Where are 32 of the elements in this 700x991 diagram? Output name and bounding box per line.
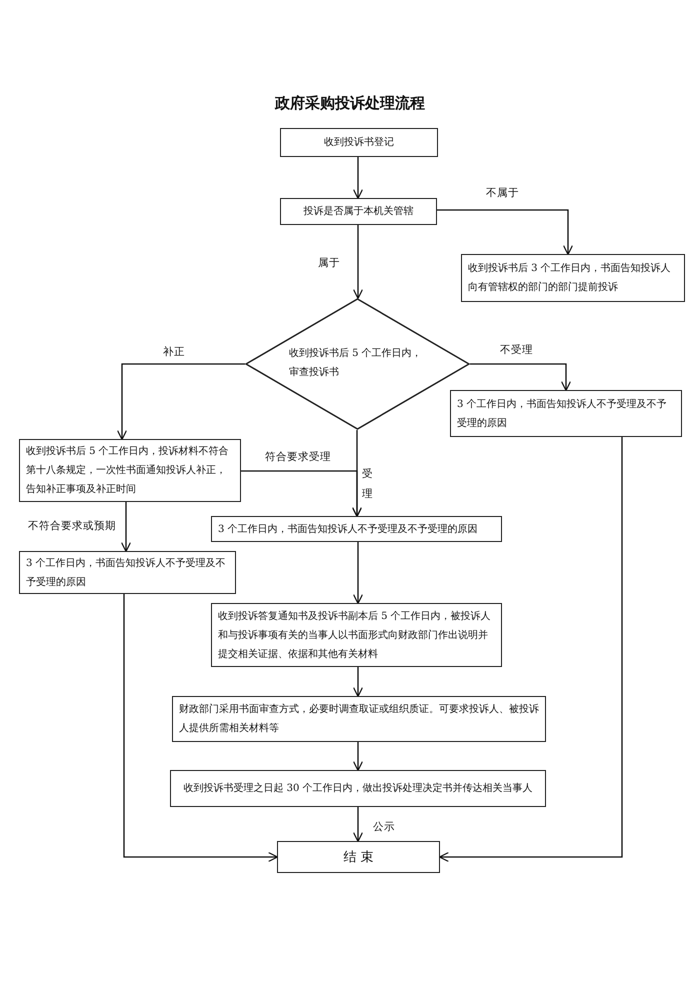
arrow xyxy=(352,542,364,604)
edge-label: 不属于 xyxy=(486,186,519,200)
process-box: 3 个工作日内，书面告知投诉人不予受理及不予受理的原因 xyxy=(19,551,236,594)
arrow xyxy=(352,667,364,698)
process-box: 3 个工作日内，书面告知投诉人不予受理及不予受理的原因 xyxy=(211,516,502,542)
edge-label: 符合要求受理 xyxy=(265,450,331,464)
arrow xyxy=(123,594,278,862)
arrow xyxy=(437,209,574,256)
arrow xyxy=(241,470,362,518)
arrow xyxy=(352,157,364,200)
arrow xyxy=(352,742,364,772)
arrow xyxy=(470,363,572,392)
process-box: 收到投诉书后 5 个工作日内，投诉材料不符合第十八条规定，一次性书面通知投诉人补正，告知补正事项及补正时间 xyxy=(19,439,241,502)
process-box: 收到投诉书后 3 个工作日内，书面告知投诉人向有管辖权的部门的部门提前投诉 xyxy=(461,254,685,302)
process-box: 收到投诉书登记 xyxy=(280,128,438,157)
arrow xyxy=(116,363,245,440)
process-box: 财政部门采用书面审查方式，必要时调查取证或组织质证。可要求投诉人、被投诉人提供所需相关材料等 xyxy=(172,696,546,742)
arrow xyxy=(438,437,623,862)
process-box: 3 个工作日内，书面告知投诉人不予受理及不予受理的原因 xyxy=(450,390,682,437)
edge-label: 公示 xyxy=(373,820,395,834)
end-box: 结 束 xyxy=(277,841,440,873)
edge-label: 不符合要求或预期 xyxy=(28,519,116,533)
arrow xyxy=(352,225,364,300)
arrow xyxy=(352,807,364,842)
edge-label: 补正 xyxy=(163,345,185,359)
edge-label: 属于 xyxy=(318,256,340,270)
edge-label: 不受理 xyxy=(500,343,533,357)
process-box: 收到投诉答复通知书及投诉书副本后 5 个工作日内，被投诉人和与投诉事项有关的当事人以书面形式向财政部门作出说明并提交相关证据、依据和其他有关材料 xyxy=(211,603,502,667)
title: 政府采购投诉处理流程 xyxy=(274,94,426,113)
arrow xyxy=(120,502,132,552)
process-box: 投诉是否属于本机关管辖 xyxy=(280,198,437,225)
process-box: 收到投诉书受理之日起 30 个工作日内，做出投诉处理决定书并传达相关当事人 xyxy=(170,770,546,807)
